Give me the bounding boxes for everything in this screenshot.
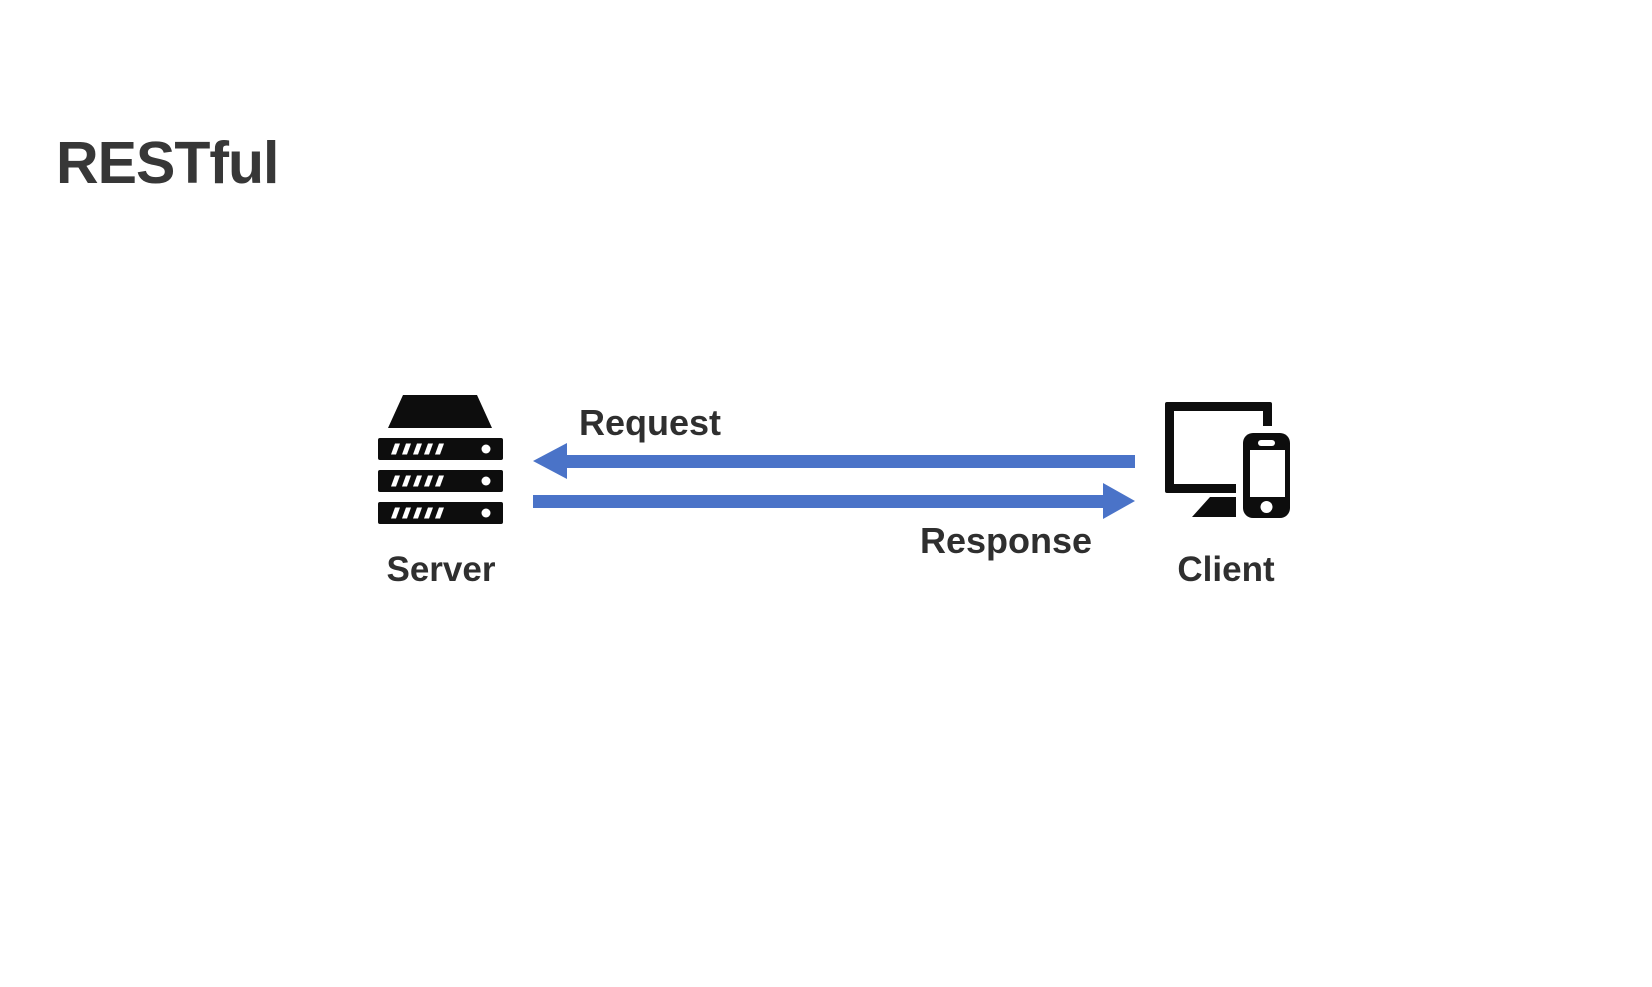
- server-top-shape: [388, 395, 492, 428]
- server-led-2: [481, 476, 491, 486]
- response-arrow: [533, 483, 1135, 519]
- client-label: Client: [1177, 550, 1275, 589]
- page-title: RESTful: [56, 130, 279, 196]
- server-led-3: [481, 508, 491, 518]
- phone-home-button: [1260, 501, 1273, 513]
- request-label: Request: [579, 402, 722, 443]
- arrows-layer: [533, 443, 1135, 519]
- server-led-1: [481, 444, 491, 454]
- server-icon: [378, 395, 503, 524]
- request-arrow: [533, 443, 1135, 479]
- client-icon: [1165, 402, 1295, 523]
- server-label: Server: [386, 550, 496, 589]
- phone-speaker: [1258, 440, 1275, 446]
- response-label: Response: [920, 520, 1093, 561]
- monitor-stand: [1192, 497, 1237, 517]
- phone-screen: [1250, 450, 1285, 497]
